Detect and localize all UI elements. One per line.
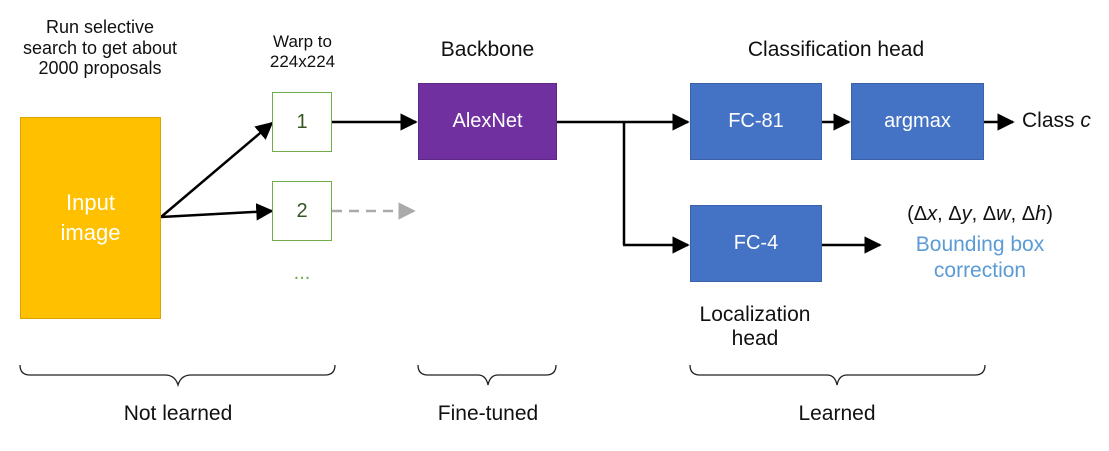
argmax-box: argmax xyxy=(851,83,984,160)
warp-caption: Warp to 224x224 xyxy=(269,32,336,71)
backbone-title: Backbone xyxy=(440,38,535,61)
proposal-2-box: 2 xyxy=(272,181,332,241)
proposal-2-label: 2 xyxy=(296,199,308,222)
arrow-input-to-proposal-2 xyxy=(160,203,274,221)
brace-fine-tuned xyxy=(417,364,557,386)
group-not-learned: Not learned xyxy=(123,402,233,425)
fc4-label: FC-4 xyxy=(733,232,779,254)
input-image-label: Input image xyxy=(60,190,121,245)
proposal-1-box: 1 xyxy=(272,92,332,152)
delta-w: w xyxy=(996,203,1011,225)
group-fine-tuned: Fine-tuned xyxy=(437,402,539,425)
fc81-label: FC-81 xyxy=(728,110,784,132)
input-caption: Run selective search to get about 2000 p… xyxy=(22,17,178,79)
group-learned: Learned xyxy=(798,402,876,425)
proposal-1-label: 1 xyxy=(296,110,308,133)
classification-head-title: Classification head xyxy=(747,38,925,61)
delta-y: y xyxy=(961,203,972,225)
localization-head-title: Localization head xyxy=(699,303,811,351)
bbox-deltas: (Δx, Δy, Δw, Δh) xyxy=(907,203,1053,225)
delta-x: x xyxy=(927,203,938,225)
alexnet-box: AlexNet xyxy=(418,83,557,160)
fc4-box: FC-4 xyxy=(690,205,822,282)
bbox-correction-label: Bounding box correction xyxy=(915,233,1045,283)
class-output: Class c xyxy=(1022,109,1106,133)
alexnet-label: AlexNet xyxy=(452,110,523,132)
input-image-box: Input image xyxy=(20,117,161,319)
delta-h: h xyxy=(1035,203,1047,225)
argmax-label: argmax xyxy=(884,110,951,132)
brace-not-learned xyxy=(19,364,336,388)
class-output-var: c xyxy=(1080,109,1091,132)
class-output-prefix: Class xyxy=(1022,109,1081,132)
brace-learned xyxy=(689,364,986,386)
fc81-box: FC-81 xyxy=(690,83,822,160)
arrow-input-to-proposal-1 xyxy=(160,121,274,218)
proposal-ellipsis: ... xyxy=(293,262,311,284)
